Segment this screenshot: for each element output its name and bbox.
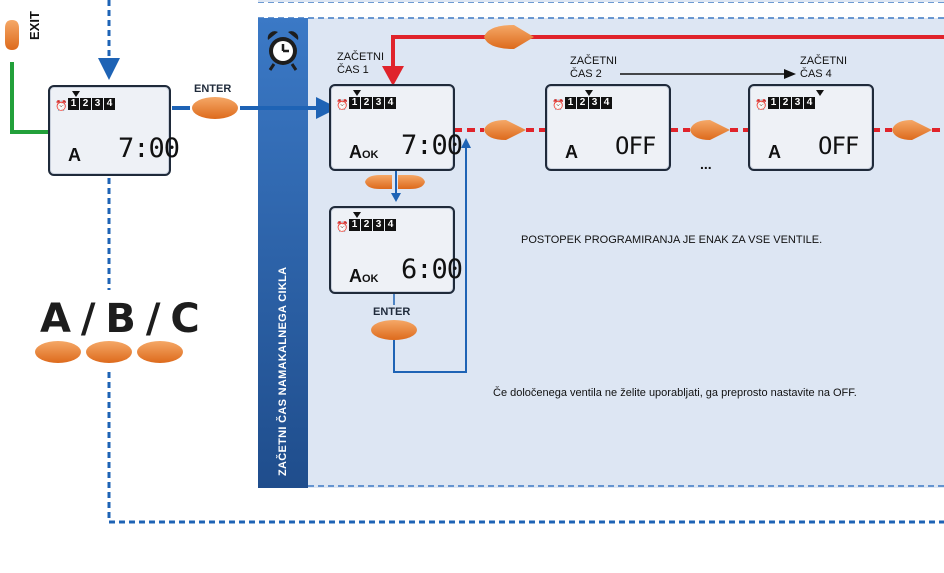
start-time-1-header: ZAČETNI ČAS 1 [337, 51, 385, 76]
clock-icon: ⏰ [336, 222, 349, 233]
b-button [86, 341, 132, 363]
side-band [258, 18, 308, 488]
note-off: Če določenega ventila ne želite uporablj… [493, 387, 857, 399]
selector-arrow-icon [72, 91, 80, 97]
selector-arrow-icon [585, 90, 593, 96]
side-band-label: ZAČETNI ČAS NAMAKALNEGA CIKLA [277, 266, 289, 476]
selector-arrow-icon [353, 90, 361, 96]
program-letter: A [68, 145, 81, 165]
abc-label: A / B / C [40, 296, 200, 342]
time-value: 7:00 [118, 133, 180, 164]
ellipsis: ... [700, 156, 712, 172]
start-time-2-header: ZAČETNI ČAS 2 [570, 55, 618, 80]
exit-button-shape [5, 20, 19, 50]
program-letter: AOK [349, 142, 379, 162]
start-time-4-header: ZAČETNI ČAS 4 [800, 55, 848, 80]
enter-label-sub: ENTER [373, 306, 411, 318]
program-letter: AOK [349, 266, 379, 286]
time-value: OFF [818, 132, 859, 160]
time-value: 6:00 [401, 254, 463, 285]
exit-label: EXIT [27, 11, 42, 40]
selector-arrow-icon [816, 90, 824, 96]
orange-back-button [484, 25, 534, 49]
clock-icon: ⏰ [552, 100, 565, 111]
down-button [365, 175, 392, 189]
time-value: OFF [615, 132, 656, 160]
alarm-clock-icon [267, 31, 299, 71]
note-same-procedure: POSTOPEK PROGRAMIRANJA JE ENAK ZA VSE VE… [521, 234, 823, 246]
clock-icon: ⏰ [55, 101, 68, 112]
enter-label-main: ENTER [194, 83, 232, 95]
a-button [35, 341, 81, 363]
enter-button-sub [371, 320, 417, 340]
c-button [137, 341, 183, 363]
time-value: 7:00 [401, 130, 463, 161]
program-letter: A [565, 142, 578, 162]
enter-button-main [192, 97, 238, 119]
clock-icon: ⏰ [336, 100, 349, 111]
program-letter: A [768, 142, 781, 162]
clock-icon: ⏰ [755, 100, 768, 111]
selector-arrow-icon [353, 212, 361, 218]
up-button [398, 175, 425, 189]
